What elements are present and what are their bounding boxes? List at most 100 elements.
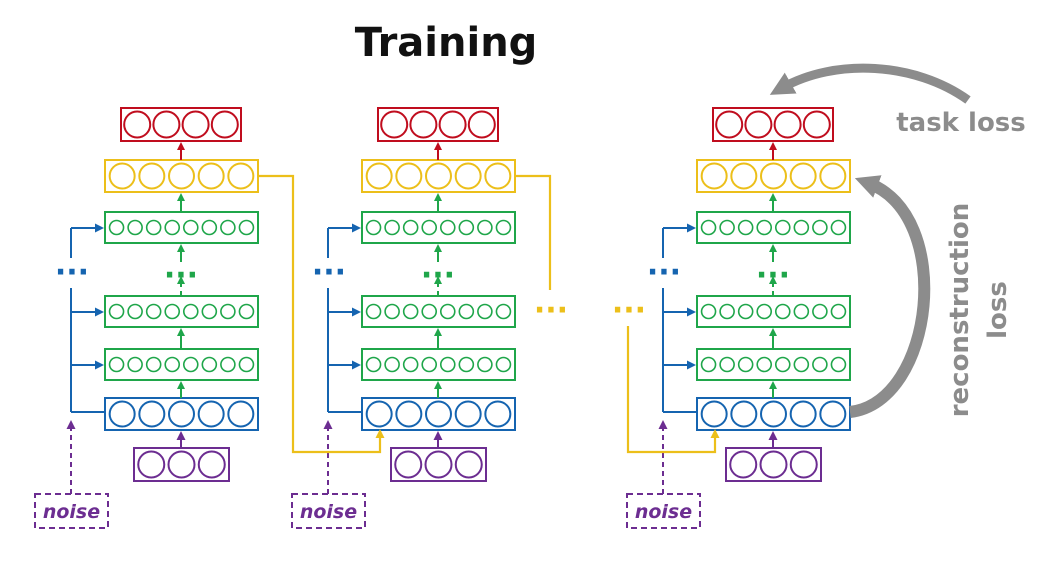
neuron bbox=[168, 400, 195, 428]
neuron bbox=[108, 162, 136, 190]
neuron bbox=[108, 400, 136, 428]
neuron bbox=[458, 356, 475, 373]
neuron bbox=[737, 219, 754, 236]
neuron bbox=[181, 110, 210, 139]
neuron bbox=[477, 219, 493, 236]
stack: ··· ··· noise bbox=[626, 107, 851, 529]
neuron bbox=[210, 110, 239, 139]
neuron bbox=[759, 450, 788, 479]
column-3: ··· ··· noise bbox=[626, 107, 851, 529]
neuron bbox=[145, 356, 162, 373]
neuron bbox=[789, 400, 817, 428]
neuron bbox=[108, 219, 125, 236]
neuron bbox=[425, 162, 452, 190]
neuron bbox=[201, 303, 218, 320]
neuron bbox=[774, 356, 791, 373]
input-embedding-layer bbox=[696, 397, 851, 431]
neuron bbox=[238, 303, 255, 320]
neuron bbox=[127, 219, 143, 236]
neuron bbox=[700, 400, 728, 428]
neuron bbox=[454, 162, 482, 190]
neuron bbox=[152, 110, 181, 139]
neuron bbox=[402, 303, 419, 320]
neuron bbox=[220, 356, 236, 373]
neuron bbox=[138, 400, 166, 428]
neuron bbox=[812, 303, 828, 320]
noise-box-border bbox=[291, 493, 366, 529]
neuron bbox=[201, 219, 218, 236]
encoder-ellipsis: ··· bbox=[756, 258, 790, 293]
output-layer bbox=[120, 107, 242, 142]
stack: ······noise bbox=[291, 107, 516, 529]
neuron bbox=[402, 219, 419, 236]
neuron bbox=[495, 219, 512, 236]
neuron bbox=[744, 110, 773, 139]
neuron bbox=[395, 400, 423, 428]
neuron bbox=[802, 110, 831, 139]
neuron bbox=[395, 162, 423, 190]
output-layer bbox=[712, 107, 834, 142]
encoder-layer-middle bbox=[696, 295, 851, 328]
neuron bbox=[477, 356, 493, 373]
noise-label: noise bbox=[300, 501, 357, 523]
neuron bbox=[127, 356, 143, 373]
neuron bbox=[365, 303, 382, 320]
neuron bbox=[789, 450, 818, 479]
encoder-layer-middle bbox=[104, 295, 259, 328]
neuron bbox=[484, 162, 512, 190]
neuron bbox=[830, 356, 847, 373]
neuron bbox=[425, 400, 452, 428]
encoder-layer-bottom bbox=[696, 348, 851, 381]
neuron bbox=[760, 400, 787, 428]
skip-ellipsis: ··· bbox=[312, 255, 346, 290]
noise-box: noise bbox=[626, 493, 701, 529]
neuron bbox=[458, 303, 475, 320]
neuron bbox=[774, 303, 791, 320]
skip-ellipsis: ··· bbox=[55, 255, 89, 290]
connection-col2-ellipsis bbox=[516, 174, 552, 290]
neuron bbox=[812, 219, 828, 236]
neuron bbox=[700, 162, 728, 190]
neuron bbox=[167, 450, 196, 479]
neuron bbox=[182, 303, 199, 320]
neuron bbox=[164, 356, 181, 373]
ellipsis-col3-left: ··· bbox=[612, 293, 646, 328]
encoder-layer-top bbox=[696, 211, 851, 244]
noise-box-border bbox=[34, 493, 109, 529]
neuron bbox=[197, 162, 225, 190]
noise-box-border bbox=[626, 493, 701, 529]
neuron bbox=[108, 303, 125, 320]
neuron bbox=[477, 303, 493, 320]
neuron bbox=[756, 356, 773, 373]
neuron bbox=[164, 219, 181, 236]
neuron bbox=[830, 303, 847, 320]
neuron bbox=[201, 356, 218, 373]
neuron bbox=[182, 219, 199, 236]
hidden-representation-layer bbox=[696, 159, 851, 193]
task-loss-label: task loss bbox=[896, 108, 1026, 138]
neuron bbox=[495, 303, 512, 320]
noise-box: noise bbox=[34, 493, 109, 529]
hidden-representation-layer bbox=[361, 159, 516, 193]
neuron bbox=[729, 450, 758, 479]
input-embedding-layer bbox=[361, 397, 516, 431]
neuron bbox=[123, 110, 152, 139]
neuron bbox=[227, 162, 255, 190]
neuron bbox=[182, 356, 199, 373]
noise-label: noise bbox=[43, 501, 100, 523]
neuron bbox=[454, 450, 483, 479]
neuron bbox=[197, 400, 225, 428]
noise-box: noise bbox=[291, 493, 366, 529]
neuron bbox=[145, 219, 162, 236]
skip-ellipsis: ··· bbox=[647, 255, 681, 290]
input-layer bbox=[390, 447, 487, 482]
neuron bbox=[700, 219, 717, 236]
column-1: ······noise bbox=[34, 107, 259, 529]
neuron bbox=[227, 400, 255, 428]
neuron bbox=[756, 303, 773, 320]
neuron bbox=[424, 450, 453, 479]
encoder-layer-bottom bbox=[361, 348, 516, 381]
neuron bbox=[737, 356, 754, 373]
neuron bbox=[793, 356, 810, 373]
